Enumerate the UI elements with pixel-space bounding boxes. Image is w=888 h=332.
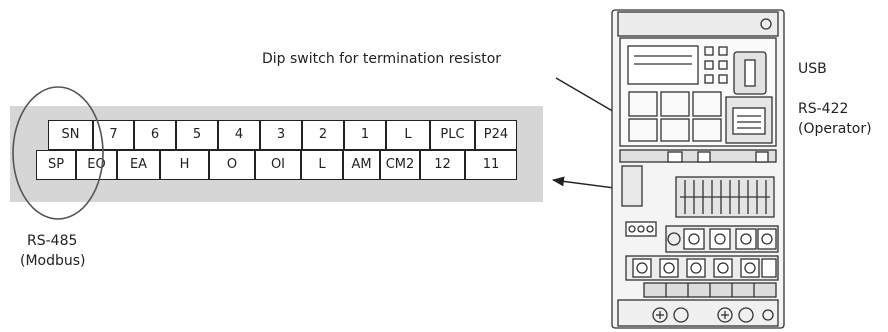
terminal-h: H <box>160 150 209 180</box>
rs485-sublabel: (Modbus) <box>20 253 86 269</box>
rs485-label: RS-485 <box>27 233 78 249</box>
terminal-11: 11 <box>465 150 517 180</box>
terminal-cm2: CM2 <box>380 150 420 180</box>
terminal-ea: EA <box>117 150 160 180</box>
terminal-6: 6 <box>134 120 176 150</box>
terminal-plc: PLC <box>430 120 475 150</box>
rs422-label: RS-422 <box>798 101 849 117</box>
terminal-sn: SN <box>48 120 93 150</box>
terminal-l-bottom: L <box>301 150 343 180</box>
inverter-illustration <box>611 9 785 329</box>
terminal-am: AM <box>343 150 380 180</box>
terminal-3: 3 <box>260 120 302 150</box>
terminal-oi: OI <box>255 150 301 180</box>
terminal-1: 1 <box>344 120 386 150</box>
terminal-2: 2 <box>302 120 344 150</box>
rs422-sublabel: (Operator) <box>798 121 872 137</box>
terminal-l-top: L <box>386 120 430 150</box>
rs485-highlight-circle <box>12 86 104 220</box>
terminal-4: 4 <box>218 120 260 150</box>
terminal-sp: SP <box>36 150 76 180</box>
terminal-7: 7 <box>93 120 134 150</box>
terminal-12: 12 <box>420 150 465 180</box>
terminal-5: 5 <box>176 120 218 150</box>
dip-switch-label: Dip switch for termination resistor <box>262 51 502 67</box>
usb-label: USB <box>798 61 827 77</box>
terminal-p24: P24 <box>475 120 517 150</box>
terminal-o: O <box>209 150 255 180</box>
terminal-eo: EO <box>76 150 117 180</box>
